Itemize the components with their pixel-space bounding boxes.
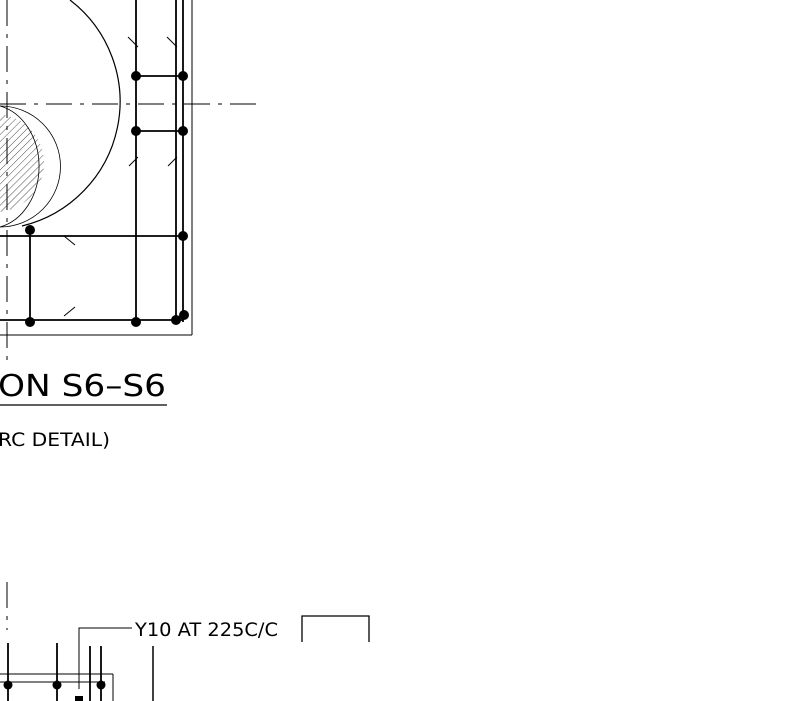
link-hook-ticks	[63, 36, 178, 317]
lower-vertical-bars	[7, 643, 102, 701]
hatched-section	[0, 105, 61, 228]
section-title: ON S6–S6	[0, 369, 166, 404]
section-s6-detail: ON S6–S6 RC DETAIL)	[0, 0, 260, 451]
link-shape-symbol	[301, 615, 370, 642]
vertical-rebars	[29, 0, 184, 322]
rebar-leader-line	[78, 627, 132, 689]
rebar-dots	[25, 71, 189, 327]
section-subtitle: RC DETAIL)	[0, 429, 110, 451]
lower-rebar-dots	[3, 680, 106, 701]
circular-void-arc	[21, 0, 121, 227]
center-lines	[0, 0, 260, 360]
rebar-label: Y10 AT 225C/C	[134, 619, 278, 641]
column-outline	[0, 0, 193, 336]
lower-rebar-detail: Y10 AT 225C/C	[0, 582, 370, 701]
